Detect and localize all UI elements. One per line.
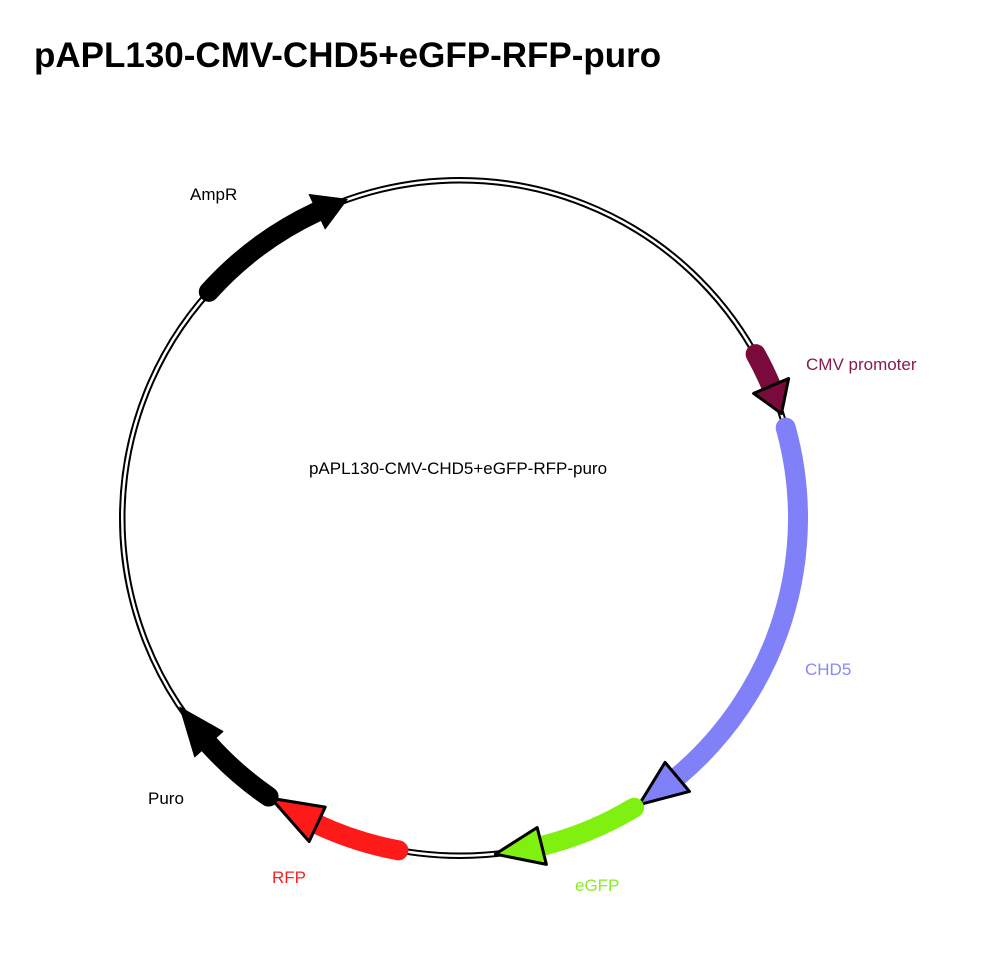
chd5-body	[667, 417, 808, 787]
feature-label-puro[interactable]: Puro	[148, 789, 184, 808]
puro-body	[198, 734, 279, 807]
page-title: pAPL130-CMV-CHD5+eGFP-RFP-puro	[34, 36, 662, 75]
feature-chd5[interactable]: CHD5	[637, 417, 851, 807]
ampr-arrowhead-icon	[308, 193, 348, 230]
ampr-body	[198, 201, 328, 302]
cmv-arrowhead-icon	[752, 377, 791, 416]
egfp-arrowhead-icon	[493, 826, 548, 866]
feature-label-rfp[interactable]: RFP	[272, 868, 306, 887]
feature-ampr[interactable]: AmpR	[190, 185, 348, 302]
center-label: pAPL130-CMV-CHD5+eGFP-RFP-puro	[309, 459, 607, 478]
feature-cmv[interactable]: CMV promoter	[745, 344, 917, 416]
chd5-arrowhead-icon	[637, 760, 691, 807]
cmv-body	[745, 344, 782, 396]
feature-label-ampr[interactable]: AmpR	[190, 185, 237, 204]
feature-puro[interactable]: Puro	[148, 706, 279, 808]
egfp-body	[531, 797, 645, 856]
feature-label-chd5[interactable]: CHD5	[805, 660, 851, 679]
rfp-arrowhead-icon	[269, 796, 327, 844]
feature-label-cmv[interactable]: CMV promoter	[806, 355, 917, 374]
rfp-body	[307, 814, 409, 861]
feature-rfp[interactable]: RFP	[269, 796, 409, 887]
feature-label-egfp[interactable]: eGFP	[575, 876, 619, 895]
feature-egfp[interactable]: eGFP	[493, 797, 645, 895]
puro-arrowhead-icon	[179, 706, 224, 758]
